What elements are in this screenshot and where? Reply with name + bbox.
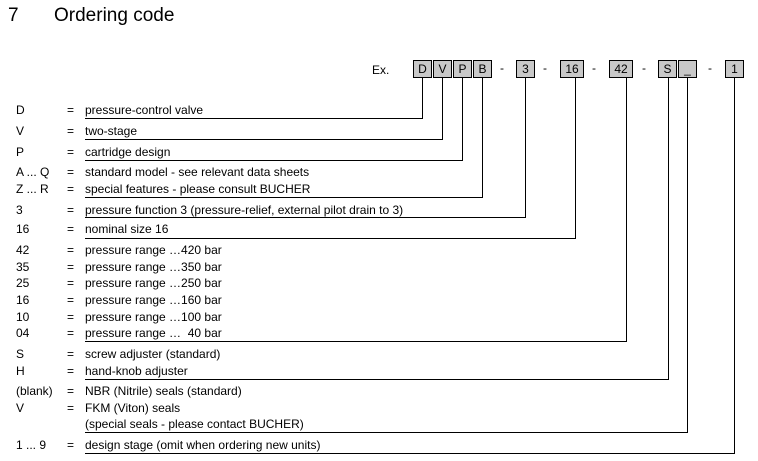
code-row: 1 ... 9 = design stage (omit when orderi… xyxy=(0,438,758,452)
code-row: 35 = pressure range …350 bar xyxy=(0,260,758,274)
row-code: 3 xyxy=(16,203,23,217)
row-description: hand-knob adjuster xyxy=(85,364,188,378)
separator: - xyxy=(592,61,596,75)
row-code: H xyxy=(16,364,25,378)
row-equals: = xyxy=(67,310,75,324)
row-description: special features - please consult BUCHER xyxy=(85,182,311,196)
row-equals: = xyxy=(67,165,75,179)
row-equals: = xyxy=(67,293,75,307)
row-equals: = xyxy=(67,222,75,236)
row-description: pressure-control valve xyxy=(85,103,204,117)
code-row: V = two-stage xyxy=(0,124,758,138)
code-row: A ... Q = standard model - see relevant … xyxy=(0,165,758,179)
row-code: V xyxy=(16,124,25,138)
example-label: Ex. xyxy=(372,63,390,77)
code-box-function: 3 xyxy=(516,60,535,78)
row-equals: = xyxy=(67,276,75,290)
row-description: FKM (Viton) seals xyxy=(85,401,181,415)
code-row: 04 = pressure range … 40 bar xyxy=(0,326,758,340)
row-equals: = xyxy=(67,260,75,274)
row-code: P xyxy=(16,145,25,159)
section-title: Ordering code xyxy=(54,5,175,26)
row-equals: = xyxy=(67,347,75,361)
code-row: 10 = pressure range …100 bar xyxy=(0,310,758,324)
code-row: 3 = pressure function 3 (pressure-relief… xyxy=(0,203,758,217)
separator: - xyxy=(543,61,547,75)
code-row: (special seals - please contact BUCHER) xyxy=(0,417,758,431)
row-code: (blank) xyxy=(16,384,53,398)
code-row: H = hand-knob adjuster xyxy=(0,364,758,378)
row-description: pressure range …100 bar xyxy=(85,310,222,324)
code-box-p: P xyxy=(453,60,472,78)
code-row: 16 = pressure range …160 bar xyxy=(0,293,758,307)
row-equals: = xyxy=(67,384,75,398)
row-code: D xyxy=(16,103,25,117)
row-code: A ... Q xyxy=(16,165,50,179)
separator: - xyxy=(500,61,504,75)
row-equals: = xyxy=(67,124,75,138)
row-description: cartridge design xyxy=(85,145,171,159)
row-code: Z ... R xyxy=(16,182,49,196)
code-row: S = screw adjuster (standard) xyxy=(0,347,758,361)
code-row: 42 = pressure range …420 bar xyxy=(0,243,758,257)
row-code: 04 xyxy=(16,326,30,340)
code-row: Z ... R = special features - please cons… xyxy=(0,182,758,196)
row-code: 25 xyxy=(16,276,30,290)
code-box-seals: _ xyxy=(678,60,697,78)
row-code: 10 xyxy=(16,310,30,324)
row-code: S xyxy=(16,347,25,361)
row-equals: = xyxy=(67,203,75,217)
row-description: screw adjuster (standard) xyxy=(85,347,221,361)
code-box-d: D xyxy=(413,60,432,78)
row-description: pressure range … 40 bar xyxy=(85,326,222,340)
row-equals: = xyxy=(67,145,75,159)
code-box-v: V xyxy=(433,60,452,78)
row-description: pressure range …350 bar xyxy=(85,260,222,274)
row-equals: = xyxy=(67,401,75,415)
code-row: 25 = pressure range …250 bar xyxy=(0,276,758,290)
row-description: pressure range …160 bar xyxy=(85,293,222,307)
row-description: two-stage xyxy=(85,124,138,138)
row-equals: = xyxy=(67,182,75,196)
section-number: 7 xyxy=(8,5,19,26)
row-description: pressure range …250 bar xyxy=(85,276,222,290)
row-equals: = xyxy=(67,103,75,117)
separator: - xyxy=(642,61,646,75)
row-description: pressure function 3 (pressure-relief, ex… xyxy=(85,203,404,217)
separator: - xyxy=(708,61,712,75)
row-description: NBR (Nitrile) seals (standard) xyxy=(85,384,242,398)
row-code: 42 xyxy=(16,243,30,257)
code-row: 16 = nominal size 16 xyxy=(0,222,758,236)
row-description: nominal size 16 xyxy=(85,222,169,236)
row-description: standard model - see relevant data sheet… xyxy=(85,165,310,179)
code-row: D = pressure-control valve xyxy=(0,103,758,117)
row-equals: = xyxy=(67,243,75,257)
row-description: pressure range …420 bar xyxy=(85,243,222,257)
code-row: V = FKM (Viton) seals xyxy=(0,401,758,415)
row-code: 16 xyxy=(16,293,30,307)
row-code: 16 xyxy=(16,222,30,236)
row-equals: = xyxy=(67,364,75,378)
code-box-b: B xyxy=(473,60,492,78)
row-code: V xyxy=(16,401,25,415)
row-code: 1 ... 9 xyxy=(16,438,47,452)
row-description: design stage (omit when ordering new uni… xyxy=(85,438,321,452)
code-row: (blank) = NBR (Nitrile) seals (standard) xyxy=(0,384,758,398)
code-row: P = cartridge design xyxy=(0,145,758,159)
code-box-size: 16 xyxy=(560,60,584,78)
code-box-adjuster: S xyxy=(658,60,677,78)
row-equals: = xyxy=(67,326,75,340)
row-equals: = xyxy=(67,438,75,452)
code-box-design-stage: 1 xyxy=(725,60,744,78)
row-code: 35 xyxy=(16,260,30,274)
row-description: (special seals - please contact BUCHER) xyxy=(85,417,304,431)
code-box-pressure: 42 xyxy=(609,60,633,78)
